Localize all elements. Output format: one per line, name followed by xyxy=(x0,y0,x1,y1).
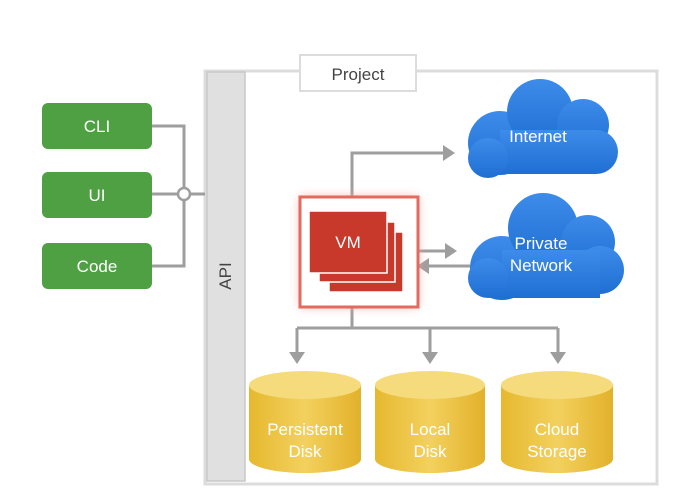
cloud-private-network: Private Network xyxy=(468,193,624,300)
vm-storage-connector xyxy=(289,300,566,364)
arrow-to-internet-icon xyxy=(443,145,455,161)
storage-cloud-storage: Cloud Storage xyxy=(501,371,613,473)
junction-node xyxy=(176,186,192,202)
local-disk-label-line2: Disk xyxy=(413,442,447,461)
cloud-internet-label: Internet xyxy=(509,127,567,146)
client-code-label: Code xyxy=(77,257,118,276)
client-cli-label: CLI xyxy=(84,117,110,136)
storage-persistent-disk: Persistent Disk xyxy=(249,371,361,473)
storage-local-disk: Local Disk xyxy=(375,371,485,473)
persistent-disk-label-line2: Disk xyxy=(288,442,322,461)
vm-instance: VM xyxy=(298,195,420,309)
client-ui: UI xyxy=(42,172,152,218)
cloud-storage-label-line2: Storage xyxy=(527,442,587,461)
project-label: Project xyxy=(332,65,385,84)
client-connectors xyxy=(152,124,205,268)
arrow-to-cloud-storage-icon xyxy=(550,352,566,364)
project-tab xyxy=(299,54,417,92)
api-bar: API xyxy=(206,71,246,482)
cloud-internet: Internet xyxy=(468,79,618,178)
arrow-to-local-disk-icon xyxy=(422,352,438,364)
client-code: Code xyxy=(42,243,152,289)
client-cli: CLI xyxy=(42,103,152,149)
client-ui-label: UI xyxy=(89,186,106,205)
vm-label: VM xyxy=(335,233,361,252)
cloud-private-network-label-line2: Network xyxy=(510,256,573,275)
local-disk-label-line1: Local xyxy=(410,420,451,439)
api-label: API xyxy=(216,262,235,289)
arrow-to-network-icon xyxy=(445,243,457,259)
cloud-storage-label-line1: Cloud xyxy=(535,420,579,439)
persistent-disk-label-line1: Persistent xyxy=(267,420,343,439)
arrow-from-network-icon xyxy=(417,258,429,274)
arrow-to-persistent-disk-icon xyxy=(289,352,305,364)
vm-stack-front xyxy=(308,210,388,274)
cloud-private-network-label-line1: Private xyxy=(515,234,568,253)
